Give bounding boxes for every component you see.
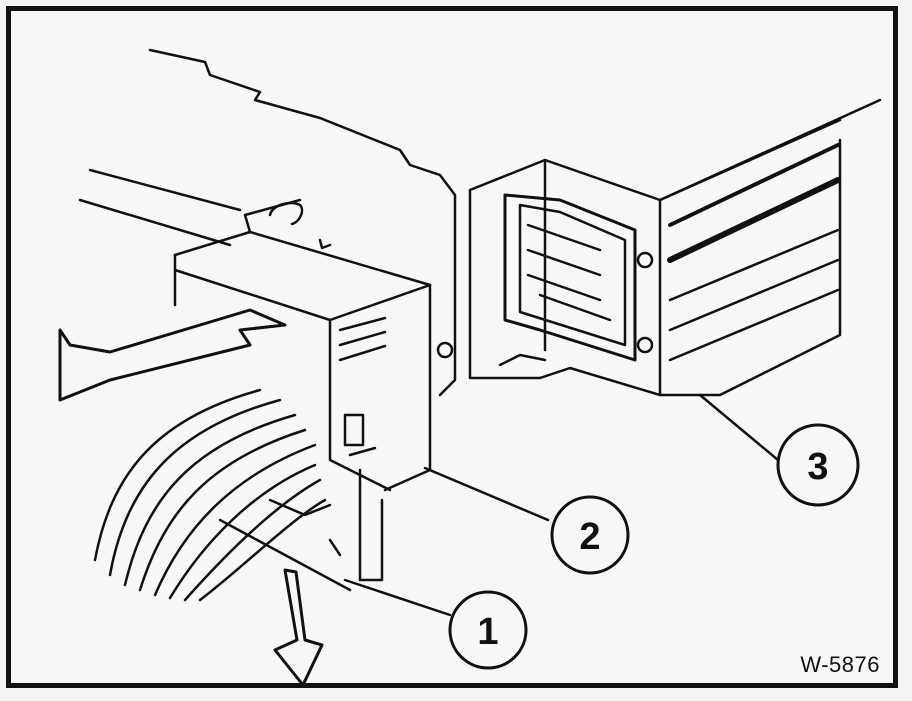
panel-edge [88,168,242,212]
figure-code: W-5876 [796,651,884,679]
callout-2: 2 [550,495,630,575]
mounting-panel [148,48,457,397]
pull-arrow [58,308,287,402]
push-down-arrow [273,568,324,687]
callout-2-label: 2 [579,516,600,558]
leader-line-3 [698,393,780,462]
leader-line-2 [423,466,550,522]
callout-3-label: 3 [807,446,828,488]
callout-1-label: 1 [477,611,498,653]
receptacle-component [468,98,882,397]
callout-3: 3 [776,423,860,507]
panel-edge-2 [78,198,232,247]
callout-1: 1 [448,590,528,670]
leader-line-1 [343,578,452,617]
plug-connector [93,198,454,602]
